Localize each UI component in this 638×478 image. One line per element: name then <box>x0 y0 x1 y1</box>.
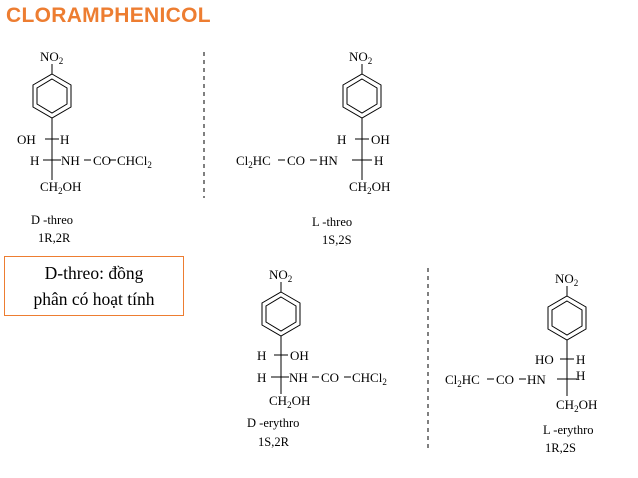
svg-text:NH: NH <box>61 153 80 168</box>
svg-text:HN: HN <box>527 372 546 387</box>
svg-text:H: H <box>257 348 266 363</box>
svg-text:HN: HN <box>319 153 338 168</box>
svg-text:CO: CO <box>287 153 305 168</box>
benzene-ring <box>342 73 382 119</box>
structure-d-threo: NO2 OH H H NH CO CHCl2 CH2OH D -threo 1R… <box>17 49 152 245</box>
note-line-2: phân có hoạt tính <box>33 289 155 309</box>
structure-l-erythro: NO2 HO H Cl2HC CO HN H CH2OH L -erythro … <box>445 271 597 455</box>
svg-text:H: H <box>576 368 585 383</box>
benzene-ring <box>547 295 587 341</box>
svg-text:CHCl2: CHCl2 <box>117 153 152 170</box>
svg-text:CO: CO <box>321 370 339 385</box>
svg-text:CH2OH: CH2OH <box>556 397 597 414</box>
isomer-name: D -threo <box>31 213 73 227</box>
structure-d-erythro: NO2 H OH H NH CO CHCl2 CH2OH D -erythro … <box>247 267 387 449</box>
svg-text:CHCl2: CHCl2 <box>352 370 387 387</box>
svg-text:OH: OH <box>371 132 390 147</box>
svg-text:OH: OH <box>17 132 36 147</box>
configuration: 1S,2R <box>258 435 290 449</box>
svg-text:H: H <box>257 370 266 385</box>
configuration: 1R,2R <box>38 231 71 245</box>
svg-text:CH2OH: CH2OH <box>269 393 310 410</box>
nitro-group-label: NO2 <box>40 49 63 66</box>
svg-text:Cl2HC: Cl2HC <box>445 372 480 389</box>
active-isomer-note: D-threo: đồng phân có hoạt tính <box>4 256 184 316</box>
benzene-ring <box>32 73 72 119</box>
isomer-name: D -erythro <box>247 416 299 430</box>
benzene-ring <box>261 291 301 337</box>
svg-text:OH: OH <box>290 348 309 363</box>
svg-text:H: H <box>60 132 69 147</box>
note-line-1: D-threo: đồng <box>44 263 144 283</box>
svg-text:H: H <box>337 132 346 147</box>
svg-text:CO: CO <box>93 153 111 168</box>
svg-text:CO: CO <box>496 372 514 387</box>
configuration: 1S,2S <box>322 233 352 247</box>
nitro-group-label: NO2 <box>349 49 372 66</box>
svg-text:H: H <box>576 352 585 367</box>
structure-l-threo: NO2 H OH Cl2HC CO HN H CH2OH L -threo 1S… <box>236 49 390 247</box>
svg-text:NH: NH <box>289 370 308 385</box>
isomer-name: L -threo <box>312 215 352 229</box>
svg-text:HO: HO <box>535 352 554 367</box>
isomer-name: L -erythro <box>543 423 594 437</box>
svg-text:H: H <box>374 153 383 168</box>
nitro-group-label: NO2 <box>269 267 292 284</box>
svg-text:CH2OH: CH2OH <box>349 179 390 196</box>
svg-text:CH2OH: CH2OH <box>40 179 81 196</box>
svg-text:Cl2HC: Cl2HC <box>236 153 271 170</box>
svg-text:H: H <box>30 153 39 168</box>
nitro-group-label: NO2 <box>555 271 578 288</box>
configuration: 1R,2S <box>545 441 576 455</box>
page-title: CLORAMPHENICOL <box>6 4 211 27</box>
